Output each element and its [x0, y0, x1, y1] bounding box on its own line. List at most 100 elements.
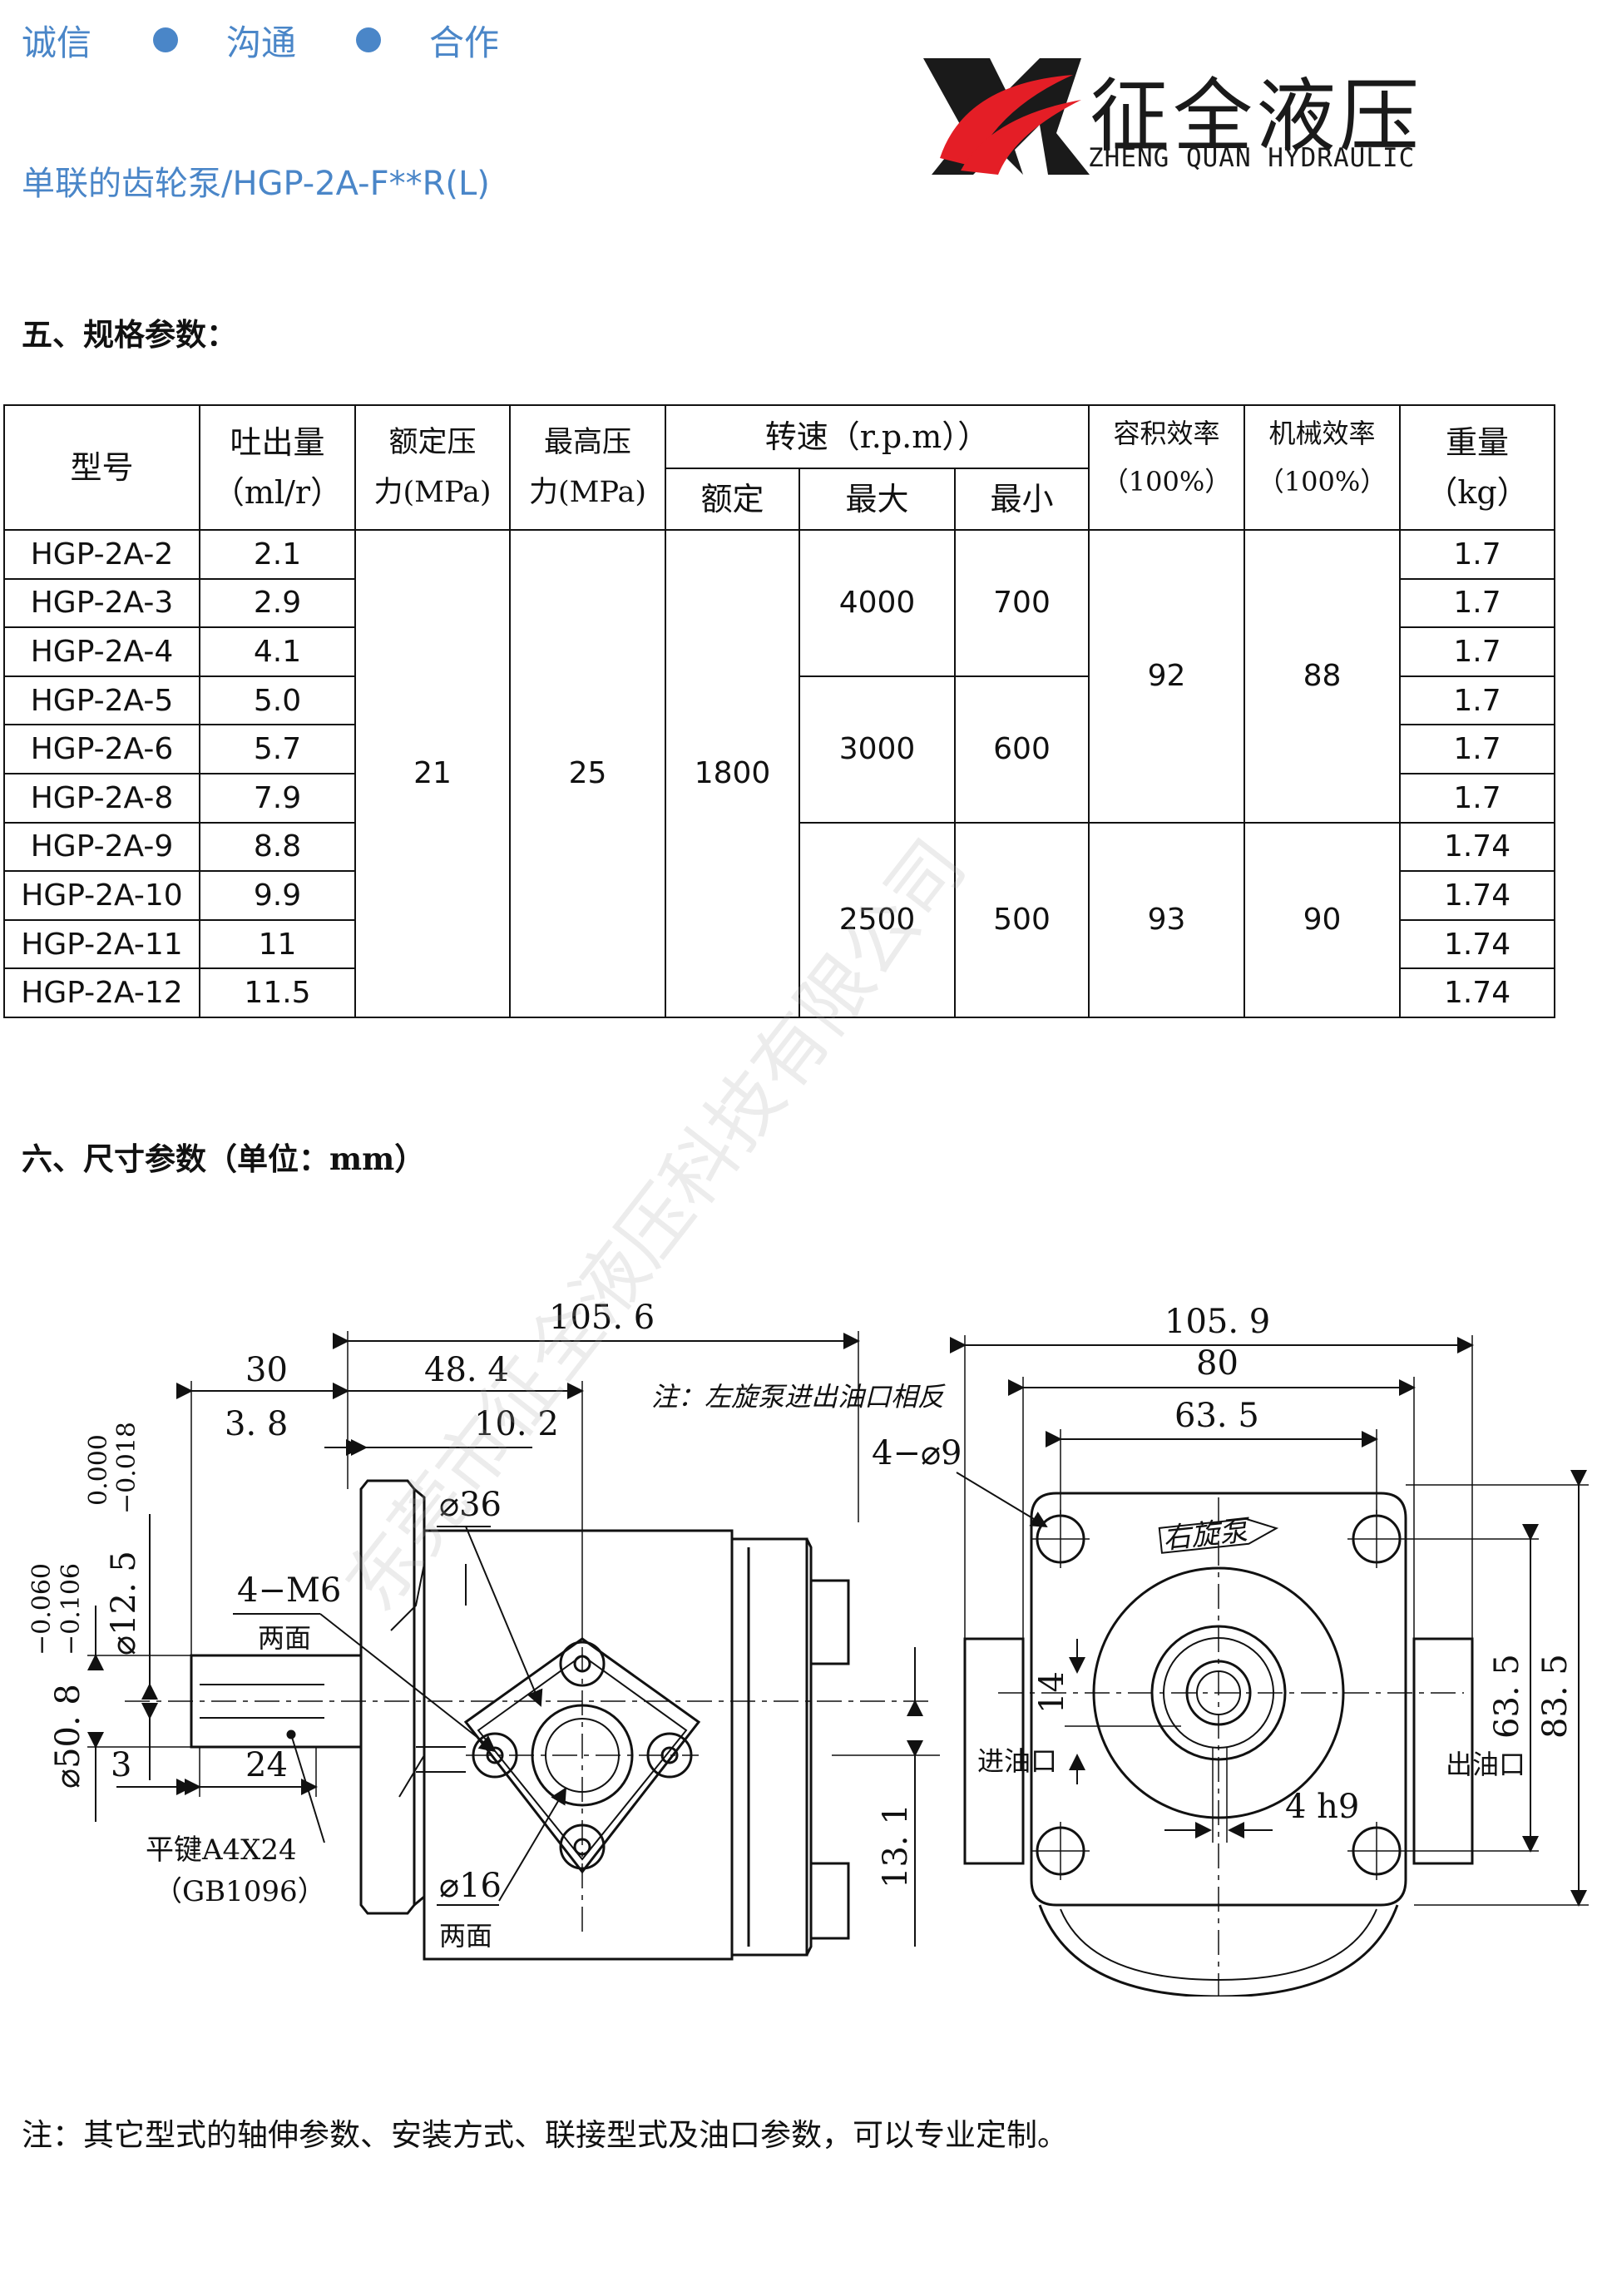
- tolerance-12-5-lower: −0.018: [112, 1422, 141, 1514]
- cell-displacement: 2.1: [199, 529, 356, 580]
- key-spec: 平键A4X24: [146, 1833, 297, 1867]
- hole-4-9: 4−⌀9: [872, 1434, 962, 1472]
- table-row: HGP-2A-3 2.9 1.7: [3, 577, 1556, 629]
- cell-model: HGP-2A-8: [3, 772, 200, 824]
- inlet-port-label: 进油口: [977, 1745, 1057, 1777]
- cell-model: HGP-2A-2: [3, 529, 200, 580]
- cell-displacement: 11.5: [199, 967, 356, 1018]
- tolerance-50-8-lower: −0.106: [57, 1563, 86, 1655]
- cell-model: HGP-2A-10: [3, 870, 200, 921]
- tolerance-12-5-upper: 0.000: [84, 1434, 113, 1506]
- cell-mechanical-efficiency: 88: [1243, 529, 1402, 824]
- cell-speed-min: 700: [953, 529, 1090, 677]
- table-row: HGP-2A-5 5.0 3000 600 1.7: [3, 675, 1556, 824]
- cell-model: HGP-2A-6: [3, 724, 200, 774]
- cell-displacement: 5.7: [199, 724, 356, 774]
- cell-model: HGP-2A-12: [3, 967, 200, 1018]
- table-row: HGP-2A-4 4.1 1.7: [3, 626, 1556, 677]
- dim-105-6-left: 105. 6: [549, 1299, 655, 1337]
- spec-section-title: 五、规格参数：: [22, 316, 237, 353]
- dim-3: 3: [111, 1746, 131, 1784]
- cell-weight: 1.7: [1399, 772, 1556, 824]
- tolerance-50-8-upper: −0.060: [27, 1563, 57, 1655]
- side-view: 105. 6 48. 4 30 3. 8 10. 2 注：左旋泵进出油口相反 ⌀…: [27, 1299, 946, 1961]
- header-speed-max: 最大: [798, 468, 956, 531]
- dim-105-9-right: 105. 9: [1164, 1303, 1270, 1341]
- cell-model: HGP-2A-3: [3, 577, 200, 629]
- cell-speed-min: 600: [953, 675, 1090, 824]
- table-row: HGP-2A-2 2.1 21 25 1800 4000 700 92 88 1…: [3, 529, 1556, 1018]
- brand-name-en: ZHENG QUAN HYDRAULIC: [1088, 143, 1416, 173]
- key-standard: （GB1096）: [154, 1875, 326, 1908]
- bullet-dot-icon: [153, 27, 179, 52]
- tagline-communication: 沟通: [226, 22, 297, 63]
- front-view: 105. 9 80 63. 5 4−⌀9 右旋泵 14 进油口 出油口 4 h9…: [872, 1303, 1589, 1997]
- cell-speed-rated: 1800: [665, 529, 800, 1018]
- table-row: HGP-2A-11 11 1.74: [3, 918, 1556, 970]
- cell-speed-min: 500: [953, 821, 1090, 1018]
- thread-m6: 4−M6: [237, 1571, 341, 1610]
- product-subtitle: 单联的齿轮泵/HGP-2A-F**R(L): [22, 165, 490, 203]
- header-weight: 重量（kg）: [1399, 404, 1556, 531]
- cell-speed-max: 4000: [798, 529, 956, 677]
- cell-rated-pressure: 21: [354, 529, 511, 1018]
- cell-model: HGP-2A-9: [3, 821, 200, 873]
- bullet-dot-icon: [356, 27, 382, 52]
- cell-weight: 1.74: [1399, 918, 1556, 970]
- dim-24: 24: [245, 1746, 288, 1784]
- cell-weight: 1.74: [1399, 967, 1556, 1018]
- table-row: HGP-2A-9 8.8 2500 500 93 90 1.74: [3, 821, 1556, 1018]
- cell-mechanical-efficiency: 90: [1243, 821, 1402, 1018]
- header-speed: 转速（r.p.m））: [664, 404, 1090, 469]
- dim-63-5-top: 63. 5: [1174, 1397, 1259, 1435]
- header-mechanical-efficiency: 机械效率（100%）: [1243, 404, 1402, 531]
- dim-3-8: 3. 8: [225, 1405, 288, 1443]
- header-speed-rated: 额定: [665, 468, 800, 531]
- brand-name-cn: 征全液压: [1090, 70, 1422, 163]
- thread-m6-both-sides: 两面: [258, 1622, 311, 1654]
- dim-48-4: 48. 4: [424, 1351, 509, 1389]
- left-rotation-note: 注：左旋泵进出油口相反: [651, 1381, 946, 1413]
- dim-10-2: 10. 2: [474, 1405, 559, 1443]
- dim-83-5: 83. 5: [1536, 1654, 1575, 1739]
- footnote: 注：其它型式的轴伸参数、安装方式、联接型式及油口参数，可以专业定制。: [22, 2117, 1068, 2153]
- right-rotation-label: 右旋泵: [1161, 1514, 1253, 1556]
- dim-13-1: 13. 1: [877, 1804, 915, 1888]
- dim-50-8: ⌀50. 8: [49, 1684, 87, 1789]
- cell-model: HGP-2A-11: [3, 918, 200, 970]
- table-row: HGP-2A-12 11.5 1.74: [3, 967, 1556, 1018]
- cell-weight: 1.7: [1399, 529, 1556, 580]
- dim-36: ⌀36: [439, 1486, 502, 1524]
- dim-30: 30: [245, 1351, 288, 1389]
- cell-displacement: 2.9: [199, 577, 356, 629]
- table-row: HGP-2A-8 7.9 1.7: [3, 772, 1556, 824]
- cell-speed-max: 3000: [798, 675, 956, 824]
- cell-speed-max: 2500: [798, 821, 956, 1018]
- header-max-pressure: 最高压力(MPa): [509, 404, 666, 531]
- table-row: HGP-2A-6 5.7 1.7: [3, 724, 1556, 774]
- cell-weight: 1.7: [1399, 626, 1556, 677]
- cell-displacement: 4.1: [199, 626, 356, 677]
- table-row: HGP-2A-10 9.9 1.74: [3, 870, 1556, 921]
- header-speed-min: 最小: [953, 468, 1090, 531]
- cell-weight: 1.74: [1399, 870, 1556, 921]
- header-model: 型号: [3, 404, 200, 531]
- tagline-integrity: 诚信: [22, 22, 92, 63]
- cell-displacement: 11: [199, 918, 356, 970]
- cell-weight: 1.74: [1399, 821, 1556, 873]
- dim-80: 80: [1196, 1344, 1239, 1383]
- dimension-drawing: 105. 6 48. 4 30 3. 8 10. 2 注：左旋泵进出油口相反 ⌀…: [27, 1299, 1589, 1997]
- outlet-port-label: 出油口: [1446, 1749, 1525, 1780]
- spec-table: 型号 吐出量（ml/r） 额定压力(MPa) 最高压力(MPa) 转速（r.p.…: [3, 404, 1556, 1018]
- cell-model: HGP-2A-4: [3, 626, 200, 677]
- dim-12-5: ⌀12. 5: [105, 1551, 143, 1655]
- tagline-cooperation: 合作: [429, 22, 500, 63]
- dim-63-5-side: 63. 5: [1488, 1654, 1526, 1739]
- cell-displacement: 7.9: [199, 772, 356, 824]
- header-volumetric-efficiency: 容积效率（100%）: [1088, 404, 1246, 531]
- tagline: 诚信 沟通 合作: [22, 15, 499, 65]
- cell-weight: 1.7: [1399, 675, 1556, 726]
- cell-model: HGP-2A-5: [3, 675, 200, 726]
- dim-14: 14: [1033, 1671, 1071, 1714]
- dim-4-h9: 4 h9: [1285, 1788, 1359, 1826]
